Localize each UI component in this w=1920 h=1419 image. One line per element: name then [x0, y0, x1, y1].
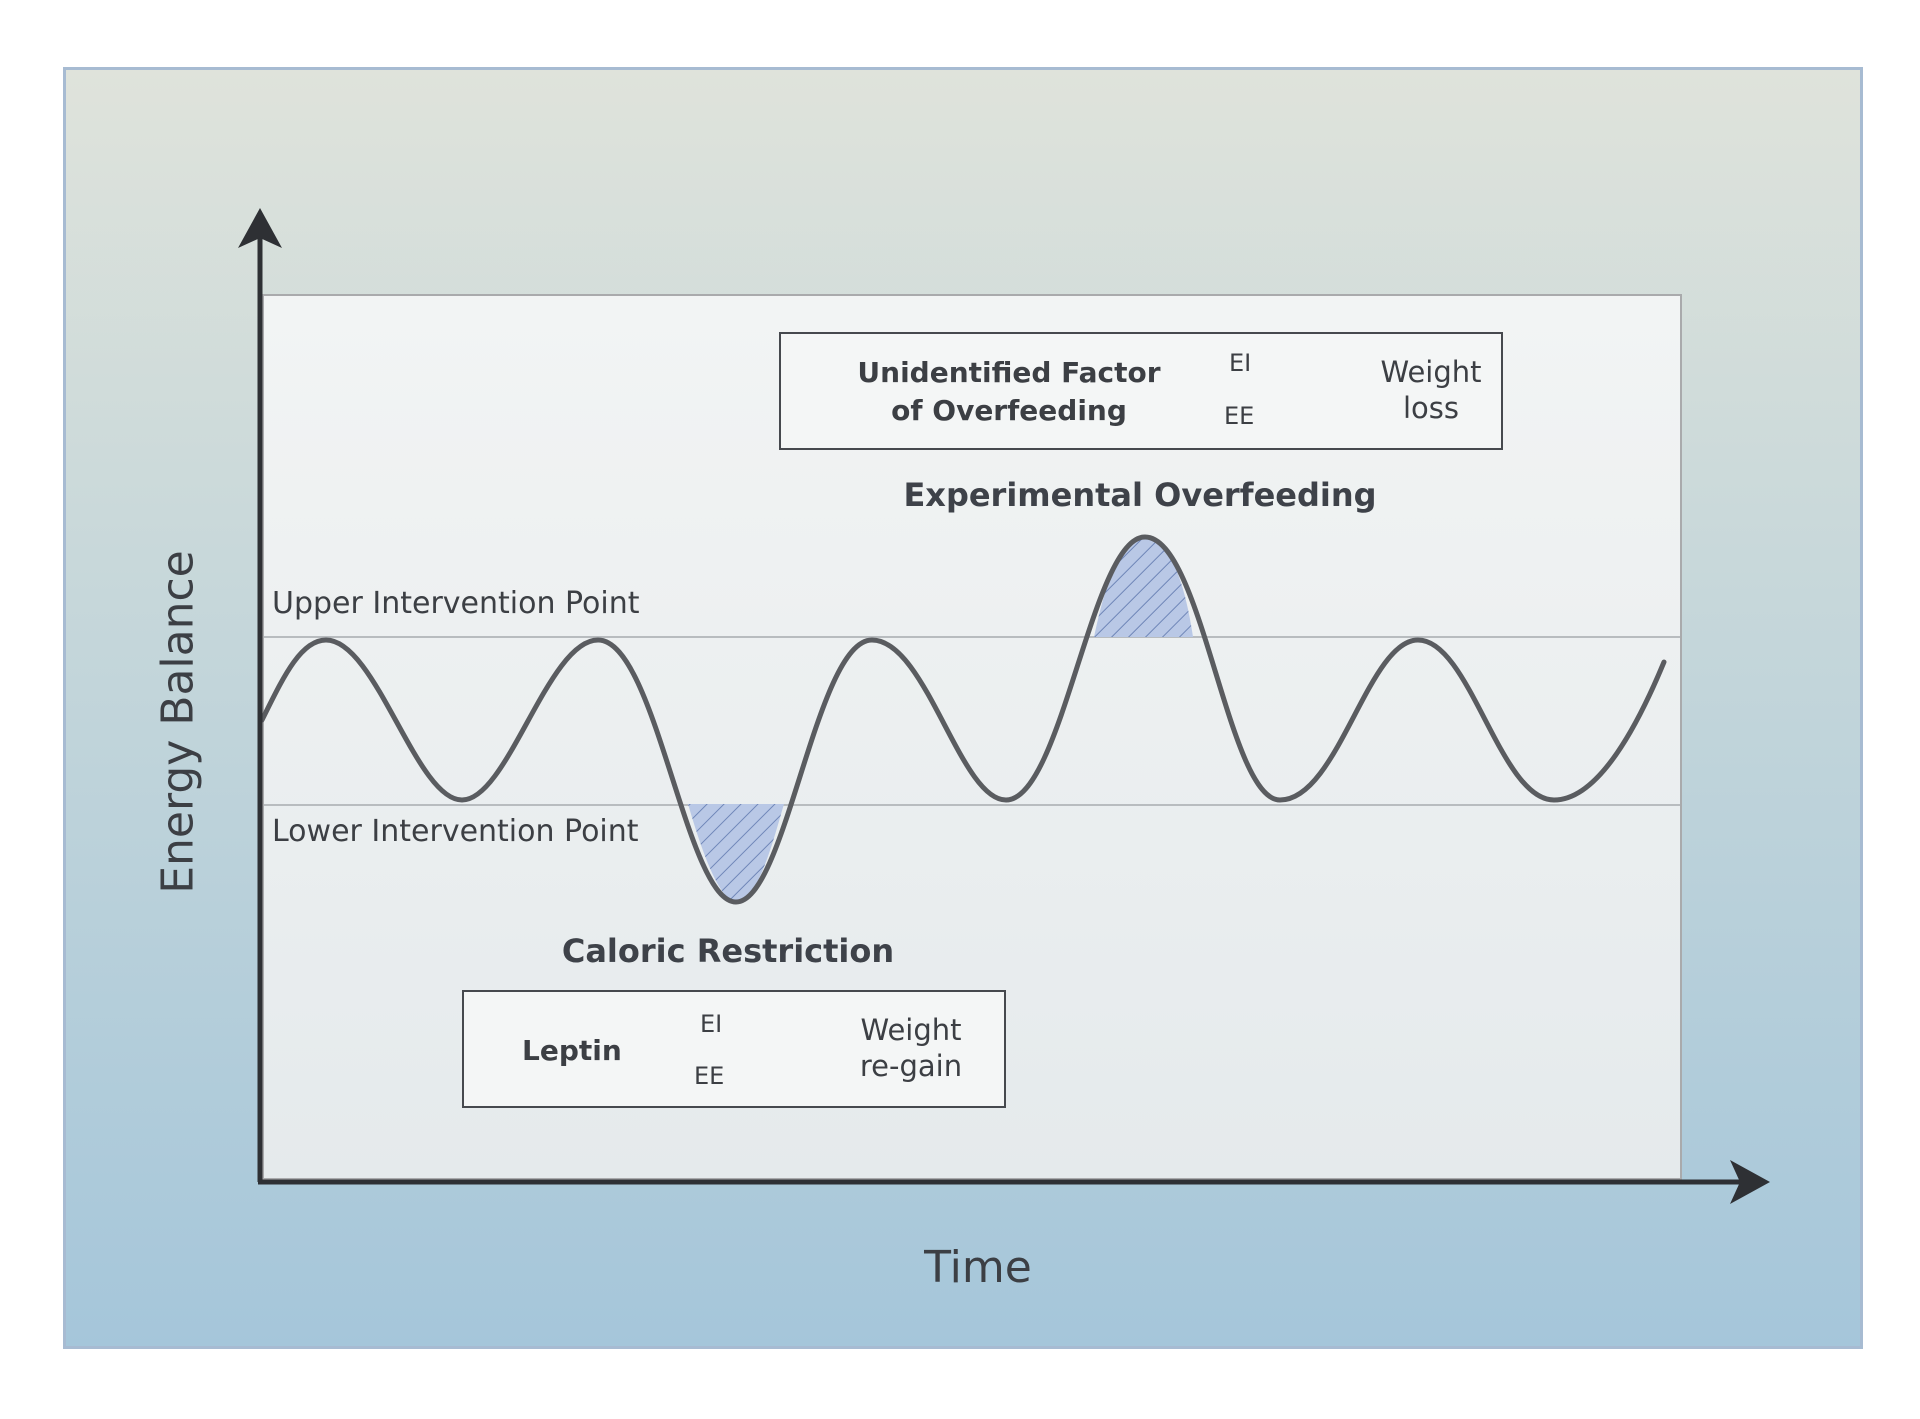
restriction-ee-label: EE — [694, 1062, 725, 1090]
upper-intervention-label: Upper Intervention Point — [272, 586, 640, 621]
y-axis-arrowhead — [238, 208, 282, 248]
overfeeding-ee-label: EE — [1224, 402, 1255, 430]
result-line-1: Weight — [860, 1013, 962, 1047]
result-line-2: re-gain — [859, 1049, 963, 1083]
overfeeding-result: Weight loss — [1373, 354, 1489, 426]
result-line-1: Weight — [1380, 355, 1482, 389]
overfeeding-factor: Unidentified Factor of Overfeeding — [849, 354, 1169, 430]
result-line-2: loss — [1402, 391, 1460, 425]
restriction-heading: Caloric Restriction — [561, 932, 895, 970]
restriction-factor: Leptin — [522, 1034, 622, 1067]
lower-intervention-label: Lower Intervention Point — [272, 814, 639, 849]
factor-line-1: Unidentified Factor — [857, 356, 1161, 389]
y-axis-title: Energy Balance — [152, 550, 204, 894]
factor-line-2: of Overfeeding — [891, 394, 1127, 427]
restriction-mechanism-box: Leptin EI EE Weight re-gain — [462, 990, 1006, 1108]
x-axis-title: Time — [924, 1242, 1032, 1293]
overfeeding-hatch — [1094, 537, 1193, 637]
energy-balance-curve — [259, 534, 1667, 905]
overfeeding-ei-label: EI — [1229, 349, 1252, 377]
restriction-hatch — [688, 804, 784, 902]
upper-intervention-line — [264, 636, 1680, 638]
overfeeding-mechanism-box: Unidentified Factor of Overfeeding EI EE… — [779, 332, 1503, 450]
lower-intervention-line — [264, 804, 1680, 806]
x-axis-arrowhead — [1730, 1160, 1770, 1204]
restriction-ei-label: EI — [700, 1010, 723, 1038]
overfeeding-heading: Experimental Overfeeding — [903, 476, 1377, 514]
restriction-result: Weight re-gain — [846, 1012, 976, 1084]
